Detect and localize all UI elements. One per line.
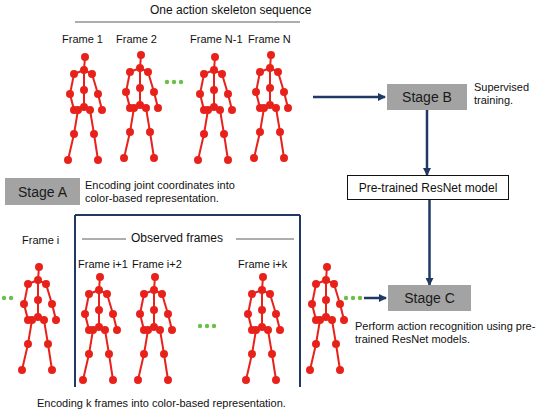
- bracket: [82, 239, 126, 240]
- skeleton: [135, 274, 175, 383]
- annotation-label: Frame N-1: [190, 33, 243, 46]
- skeleton: [243, 274, 283, 383]
- annotation-label: Frame i+1: [78, 258, 128, 271]
- window-line: [75, 214, 300, 216]
- skeleton: [121, 52, 161, 161]
- flow-arrow: [428, 200, 431, 285]
- bracket: [236, 239, 294, 240]
- flow-arrow: [313, 96, 385, 99]
- window-line: [74, 215, 76, 387]
- annotation-label: Frame i+2: [132, 258, 182, 271]
- stage-box: Stage A: [5, 178, 80, 205]
- model-box: Pre-trained ResNet model: [347, 175, 509, 200]
- skeleton: [251, 52, 291, 161]
- stage-box: Stage C: [388, 285, 471, 311]
- skeleton: [195, 54, 235, 163]
- annotation-label: Frame 1: [62, 33, 103, 46]
- flow-arrow: [426, 110, 429, 175]
- annotation-label: Observed frames: [131, 232, 223, 245]
- annotation-label: Perform action recognition using pre-tra…: [355, 320, 545, 346]
- node-text: Pre-trained ResNet model: [359, 181, 498, 195]
- annotation-label: One action skeleton sequence: [150, 4, 311, 17]
- flow-arrow: [364, 297, 386, 300]
- annotation-label: Supervised training.: [474, 81, 544, 107]
- annotation-label: Encoding k frames into color-based repre…: [37, 397, 286, 410]
- stage-box: Stage B: [387, 84, 467, 110]
- annotation-label: Frame N: [248, 33, 291, 46]
- node-text: Stage C: [404, 290, 455, 306]
- skeleton: [19, 264, 59, 373]
- ellipsis-dots: [165, 80, 183, 84]
- annotation-label: Frame i+k: [238, 258, 287, 271]
- node-text: Stage A: [18, 184, 67, 200]
- annotation-label: Frame i: [22, 234, 59, 247]
- annotation-label: Encoding joint coordinates into color-ba…: [85, 179, 260, 205]
- skeleton: [307, 264, 347, 373]
- skeleton: [80, 274, 120, 383]
- node-text: Stage B: [402, 89, 452, 105]
- annotation-label: Frame 2: [116, 33, 157, 46]
- bracket: [75, 22, 300, 23]
- window-line: [299, 215, 301, 387]
- ellipsis-dots: [2, 296, 362, 328]
- skeleton: [65, 54, 105, 163]
